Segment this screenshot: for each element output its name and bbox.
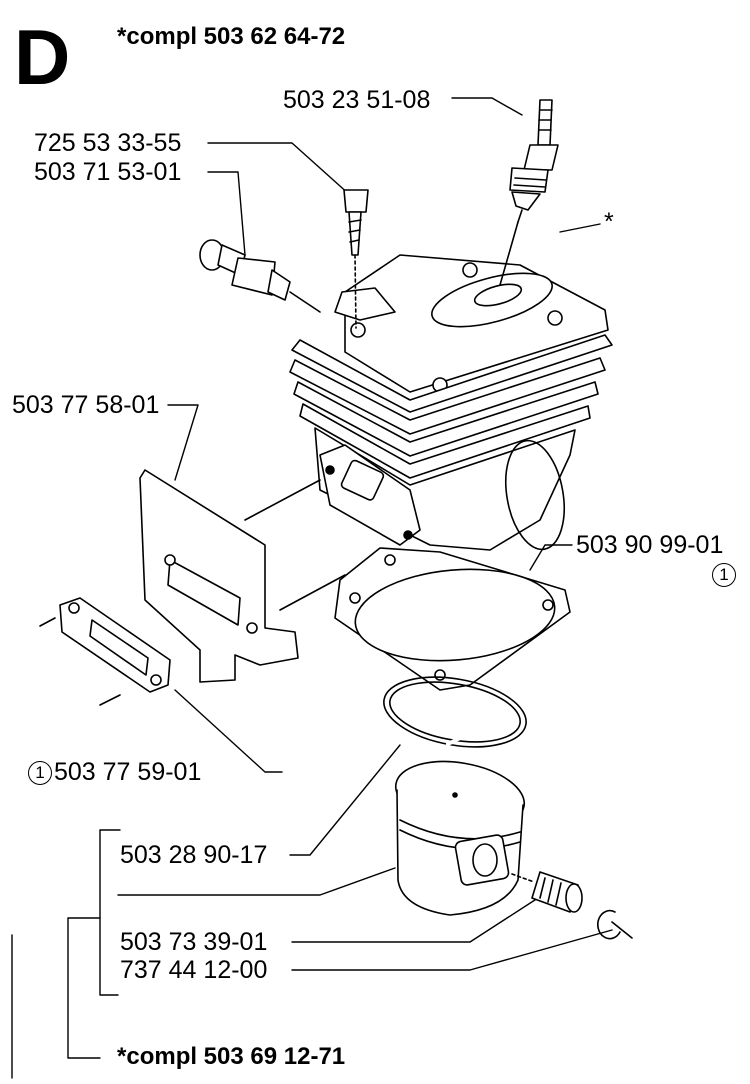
leader-lines (12, 98, 612, 1078)
callout-exhaust-gasket-note: 1 (28, 761, 52, 785)
callout-spark-plug: 503 23 51-08 (283, 86, 431, 114)
callout-piston-ring: 503 28 90-17 (120, 841, 268, 869)
callout-cylinder-gasket: 503 90 99-01 (576, 531, 724, 559)
callout-bolt: 725 53 33-55 (34, 129, 182, 157)
bolt (344, 190, 368, 328)
callout-decompression-valve: 503 71 53-01 (34, 158, 182, 186)
heat-shield (140, 470, 345, 682)
section-letter: D (14, 13, 71, 101)
spark-plug (500, 100, 558, 285)
circlip (598, 911, 632, 939)
kit-label-top: *compl 503 62 64-72 (117, 23, 346, 50)
callout-cylinder-gasket-note: 1 (712, 563, 736, 587)
piston-ring (378, 667, 531, 757)
decompression-valve (200, 240, 320, 312)
cylinder-gasket (335, 548, 570, 690)
callout-cylinder-marker: * (604, 208, 614, 236)
callout-circlip: 737 44 12-00 (120, 956, 268, 984)
cylinder (290, 255, 612, 554)
piston (390, 752, 529, 915)
callout-heat-shield: 503 77 58-01 (12, 391, 160, 419)
kit-label-bottom: *compl 503 69 12-71 (117, 1043, 346, 1070)
callout-needle-bearing: 503 73 39-01 (120, 928, 268, 956)
exhaust-gasket (40, 598, 170, 705)
needle-bearing (512, 872, 582, 912)
callout-exhaust-gasket: 503 77 59-01 (54, 758, 202, 786)
